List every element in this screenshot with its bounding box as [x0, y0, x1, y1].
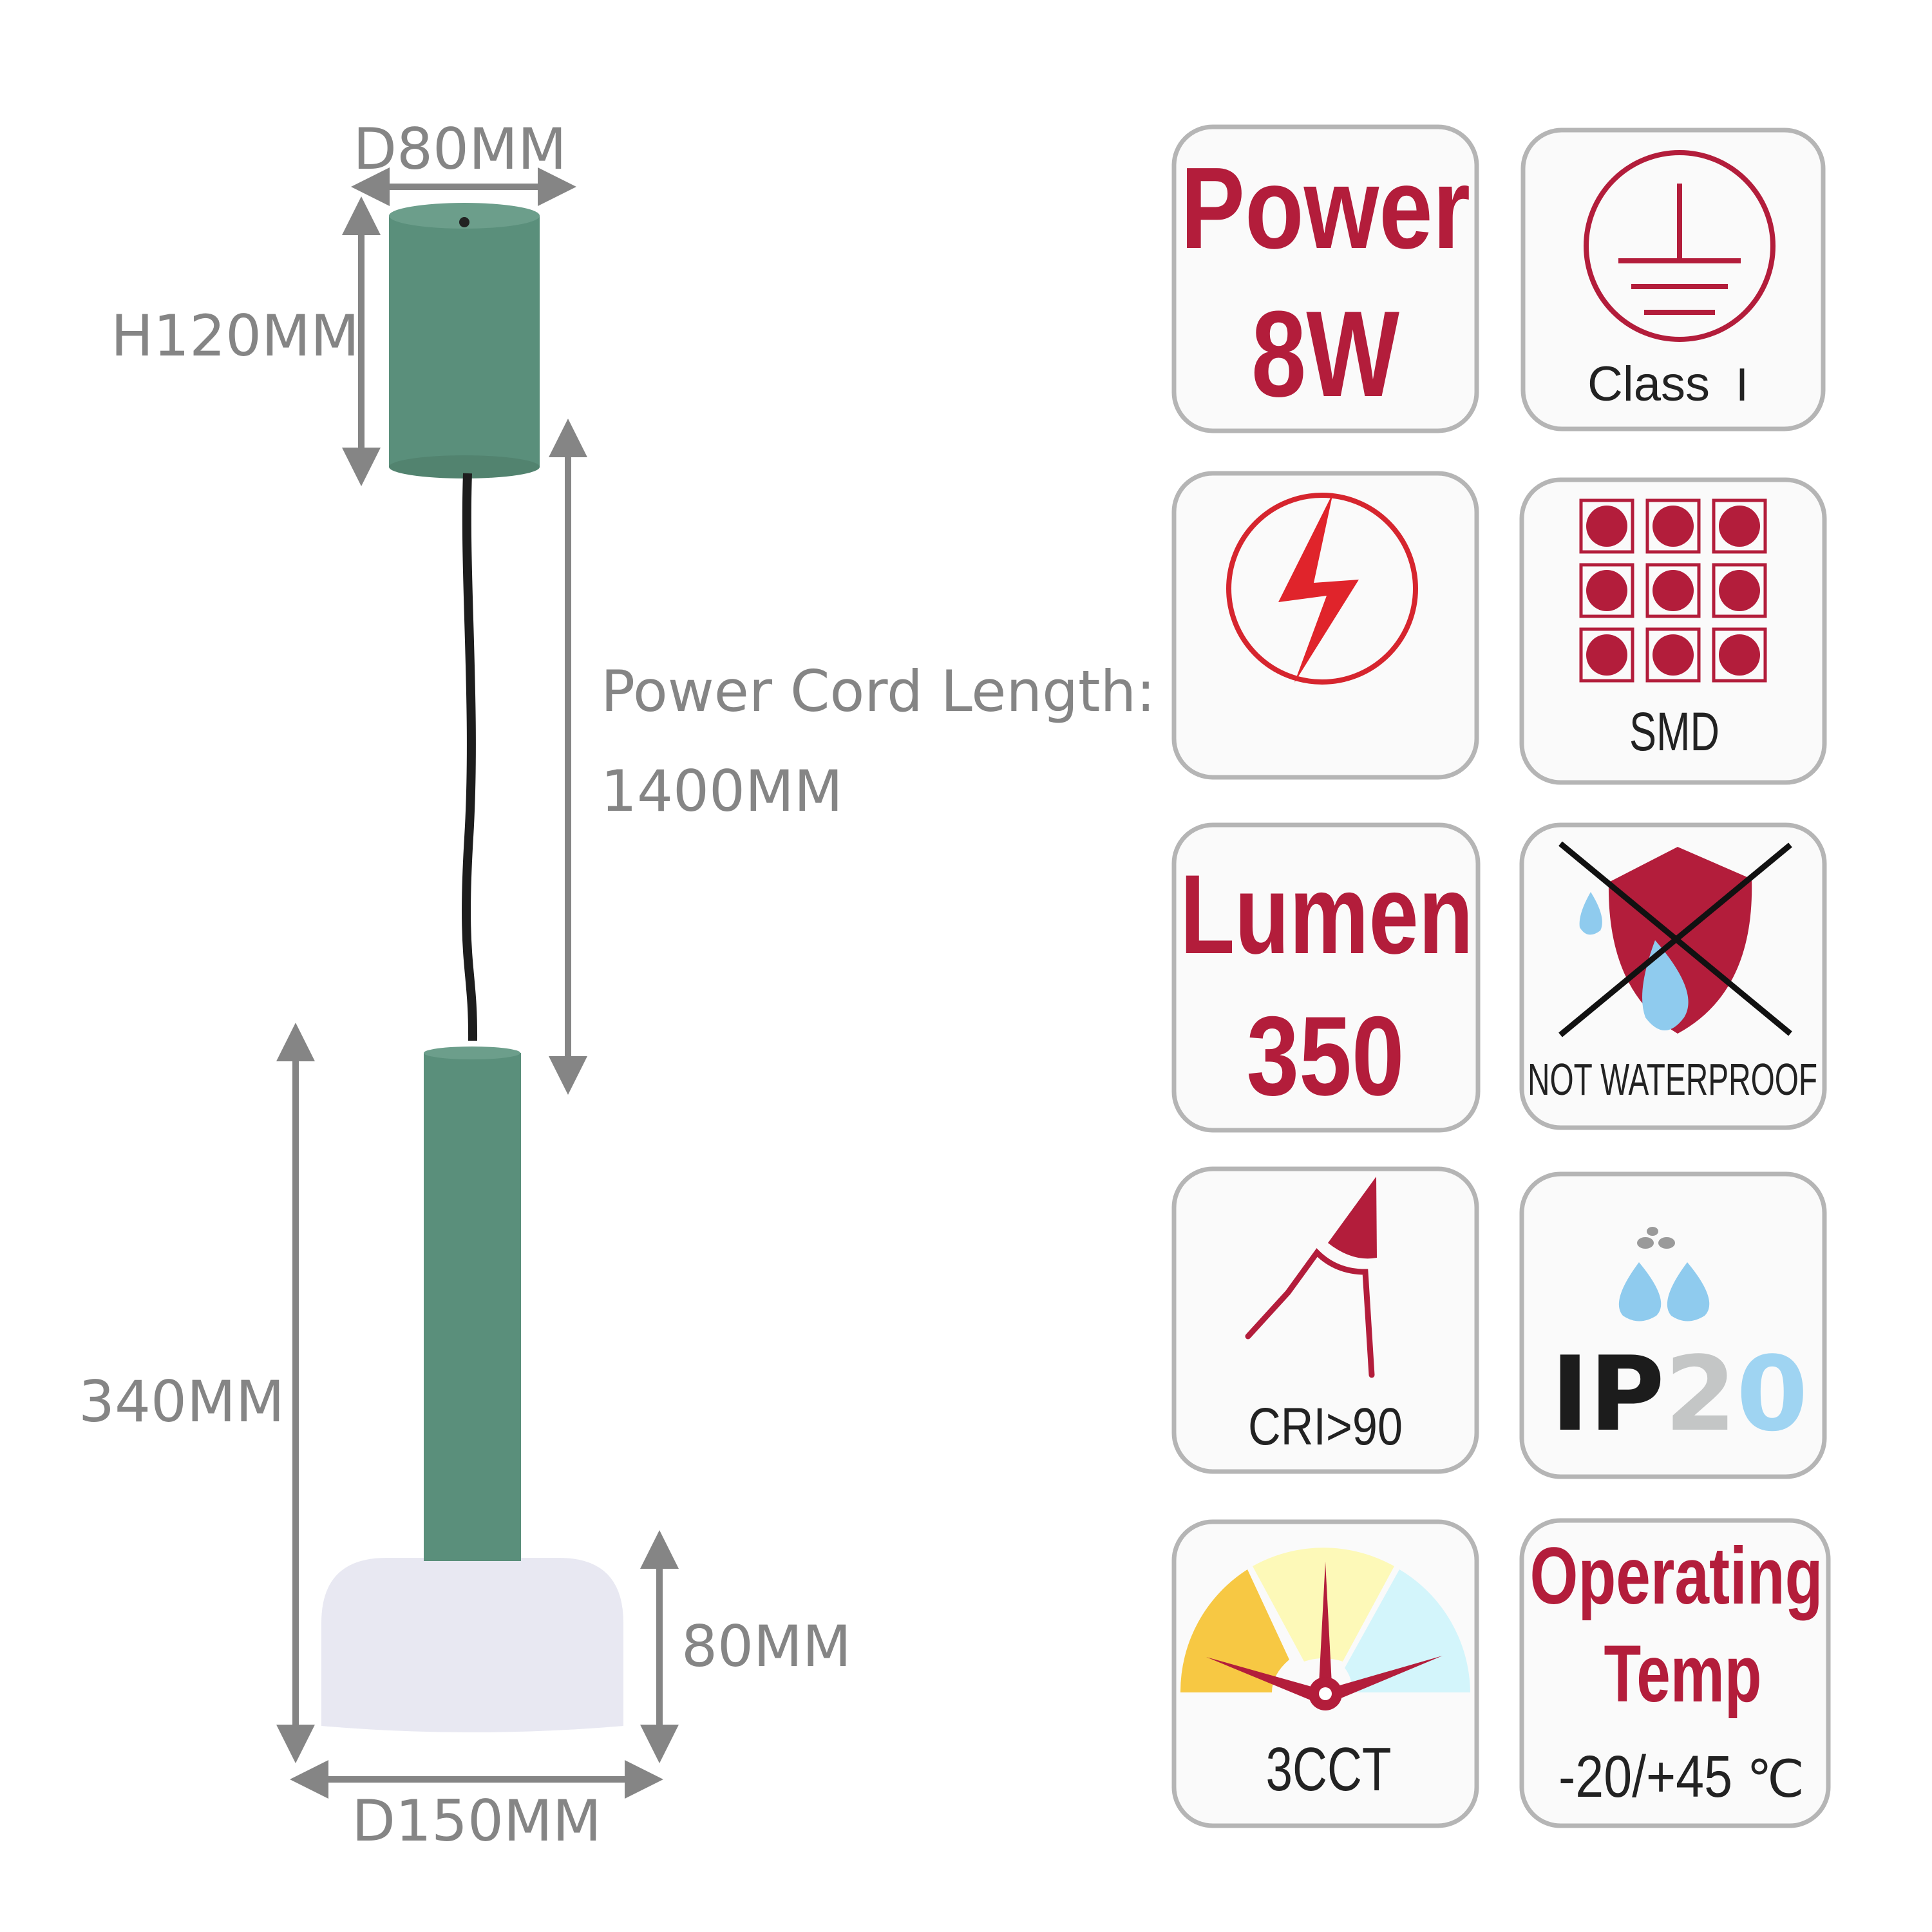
canopy-height-label: H120MM [111, 303, 359, 369]
cri-card: CRI>90 [1171, 1166, 1479, 1474]
power-card: Power 8W [1171, 124, 1479, 433]
electric-card [1171, 471, 1479, 780]
waterproof-card: NOT WATERPROOF [1519, 822, 1827, 1130]
smd-chip [1645, 563, 1701, 618]
crossed-shield-icon [1558, 841, 1792, 1037]
water-drops-icon [1618, 1227, 1710, 1321]
dimension-lines [276, 167, 679, 1799]
smd-led-dot [1586, 570, 1627, 611]
smd-chip [1712, 498, 1767, 554]
smd-led-dot [1719, 570, 1760, 611]
temp-title-line1: Operating [1530, 1531, 1823, 1621]
canopy-diameter-label: D80MM [353, 116, 567, 182]
power-value: 8W [1251, 286, 1400, 422]
class-card: Class I [1520, 128, 1826, 431]
lumen-value: 350 [1247, 994, 1405, 1119]
cct-card: 3CCT [1171, 1519, 1479, 1828]
smd-chip [1712, 627, 1767, 683]
lamp-shade [321, 1558, 623, 1732]
lamp-body [424, 1053, 521, 1558]
smd-led-dot [1719, 634, 1760, 676]
smd-chip-grid-icon [1579, 498, 1767, 683]
temp-range: -20/+45 [1558, 1744, 1732, 1810]
ip-rating-card: IP20 [1519, 1171, 1827, 1479]
shade-height-label: 80MM [681, 1613, 851, 1680]
smd-led-dot [1719, 506, 1760, 547]
smd-chip [1579, 627, 1634, 683]
smd-label: SMD [1629, 701, 1719, 762]
smd-card: SMD [1519, 477, 1827, 785]
ip-rating: IP20 [1551, 1334, 1808, 1454]
smd-chip [1579, 498, 1634, 554]
power-title: Power [1180, 144, 1470, 273]
smd-led-dot [1586, 634, 1627, 676]
pendant-lamp-illustration [321, 203, 623, 1732]
temp-title-line2: Temp [1604, 1629, 1762, 1719]
cord-length-value: 1400MM [601, 758, 843, 824]
smd-chip [1579, 563, 1634, 618]
earth-ground-icon [1584, 150, 1776, 342]
shade-diameter-label: D150MM [352, 1788, 601, 1854]
lumen-title: Lumen [1180, 852, 1473, 978]
operating-temp-card: Operating Temp -20/+45 ℃ [1519, 1518, 1831, 1828]
body-height-label: 340MM [79, 1368, 285, 1435]
smd-led-dot [1653, 570, 1694, 611]
smd-led-dot [1653, 634, 1694, 676]
smd-led-dot [1586, 506, 1627, 547]
power-cord [462, 473, 478, 1041]
cri-label: CRI>90 [1248, 1397, 1403, 1456]
smd-chip [1645, 498, 1701, 554]
cct-label: 3CCT [1266, 1735, 1392, 1804]
smd-chip [1645, 627, 1701, 683]
smd-chip [1712, 563, 1767, 618]
lumen-card: Lumen 350 [1171, 822, 1481, 1133]
lightning-bolt-icon [1226, 493, 1418, 685]
class-label: Class [1587, 357, 1710, 412]
desk-lamp-icon [1245, 1177, 1377, 1378]
class-numeral: I [1736, 359, 1748, 411]
smd-led-dot [1653, 506, 1694, 547]
temp-unit: ℃ [1747, 1750, 1804, 1808]
cct-gauge-icon [1180, 1548, 1470, 1710]
canopy [389, 216, 540, 467]
not-waterproof-label: NOT WATERPROOF [1528, 1054, 1817, 1104]
cord-length-caption: Power Cord Length: [601, 658, 1155, 724]
